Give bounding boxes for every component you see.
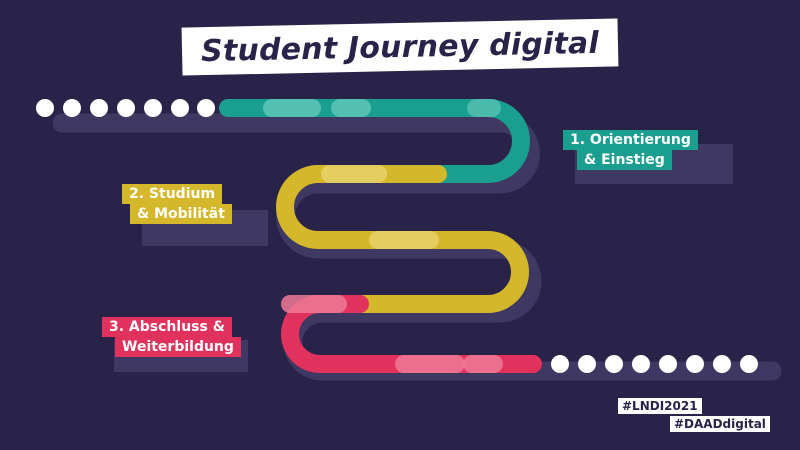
path-highlights bbox=[263, 99, 503, 373]
hashtag: #DAADdigital bbox=[670, 416, 770, 432]
end-dot bbox=[605, 355, 623, 373]
end-dot bbox=[578, 355, 596, 373]
stage-label-orientierung: 1. Orientierung & Einstieg bbox=[563, 130, 698, 170]
start-dot bbox=[36, 99, 54, 117]
stage-label-line: 2. Studium bbox=[122, 184, 223, 204]
end-dot bbox=[659, 355, 677, 373]
hashtag: #LNDI2021 bbox=[618, 398, 702, 414]
start-dot bbox=[171, 99, 189, 117]
end-dot bbox=[551, 355, 569, 373]
stage-label-line: & Einstieg bbox=[577, 150, 672, 170]
end-dot bbox=[686, 355, 704, 373]
end-dot bbox=[740, 355, 758, 373]
end-dots bbox=[551, 355, 758, 373]
start-dot bbox=[144, 99, 162, 117]
start-dot bbox=[63, 99, 81, 117]
stage-label-line: & Mobilität bbox=[130, 204, 232, 224]
start-dot bbox=[90, 99, 108, 117]
title-banner: Student Journey digital bbox=[181, 18, 619, 76]
start-dots bbox=[36, 99, 215, 117]
stage-label-line: Weiterbildung bbox=[115, 337, 241, 357]
stage-label-abschluss: 3. Abschluss & Weiterbildung bbox=[102, 317, 241, 357]
end-dot bbox=[713, 355, 731, 373]
stage-label-line: 3. Abschluss & bbox=[102, 317, 232, 337]
stage-label-line: 1. Orientierung bbox=[563, 130, 698, 150]
stage-label-studium: 2. Studium & Mobilität bbox=[122, 184, 232, 224]
page-title: Student Journey digital bbox=[200, 25, 600, 69]
start-dot bbox=[117, 99, 135, 117]
hashtags: #LNDI2021 #DAADdigital bbox=[618, 398, 770, 434]
end-dot bbox=[632, 355, 650, 373]
start-dot bbox=[197, 99, 215, 117]
